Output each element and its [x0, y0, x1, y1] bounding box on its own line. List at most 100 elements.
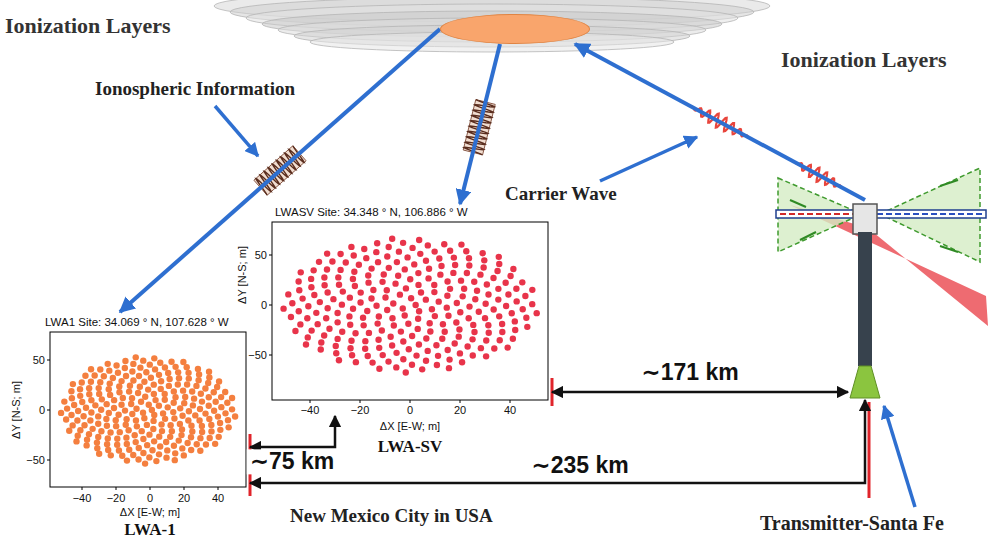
- antenna-dot: [106, 386, 112, 392]
- antenna-dot: [466, 262, 472, 268]
- antenna-dot: [182, 394, 188, 400]
- antenna-dot: [151, 355, 157, 361]
- antenna-dot: [522, 293, 528, 299]
- antenna-dot: [510, 266, 516, 272]
- antenna-dot: [507, 273, 513, 279]
- antenna-dot: [98, 407, 104, 413]
- antenna-dot: [337, 251, 343, 257]
- antenna-dot: [153, 458, 159, 464]
- plot-frame: [272, 222, 548, 400]
- antenna-dot: [156, 433, 162, 439]
- antenna-dot: [499, 321, 505, 327]
- axis-label: ΔY [N-S; m]: [10, 381, 22, 439]
- antenna-dot: [186, 408, 192, 414]
- antenna-dot: [108, 452, 114, 458]
- antenna-dot: [482, 315, 488, 321]
- antenna-dot: [452, 262, 458, 268]
- antenna-dot: [321, 332, 327, 338]
- mast-drawing: [848, 200, 882, 400]
- antenna-dot: [124, 441, 130, 447]
- antenna-dot: [321, 282, 327, 288]
- antenna-dot: [397, 291, 403, 297]
- antenna-dot: [184, 440, 190, 446]
- antenna-dot: [336, 357, 342, 363]
- antenna-dot: [416, 308, 422, 314]
- antenna-dot: [384, 307, 390, 313]
- antenna-dot: [141, 415, 147, 421]
- axis-tick: [47, 360, 50, 361]
- antenna-dot: [74, 417, 80, 423]
- antenna-dot: [177, 421, 183, 427]
- antenna-dot: [495, 296, 501, 302]
- antenna-dot: [457, 309, 463, 315]
- antenna-dot: [499, 329, 505, 335]
- axis-tick: [460, 400, 461, 403]
- antenna-dot: [368, 295, 374, 301]
- antenna-dot: [429, 306, 435, 312]
- antenna-dot: [458, 241, 464, 247]
- antenna-dot: [444, 293, 450, 299]
- antenna-dot: [86, 431, 92, 437]
- antenna-dot: [175, 381, 181, 387]
- antenna-dot: [101, 373, 107, 379]
- antenna-dot: [313, 310, 319, 316]
- antenna-dot: [171, 443, 177, 449]
- plot-frame: [50, 332, 246, 487]
- antenna-dot: [431, 289, 437, 295]
- antenna-dot: [400, 240, 406, 246]
- antenna-dot: [156, 403, 162, 409]
- antenna-dot: [229, 406, 235, 412]
- antenna-dot: [444, 278, 450, 284]
- antenna-dot: [151, 438, 157, 444]
- antenna-dot: [395, 273, 401, 279]
- antenna-dot: [148, 375, 154, 381]
- antenna-dot: [496, 313, 502, 319]
- antenna-dot: [504, 344, 510, 350]
- antenna-dot: [337, 267, 343, 273]
- antenna-dot: [411, 261, 417, 267]
- axis-ticks: [269, 255, 510, 403]
- antenna-dot: [431, 282, 437, 288]
- antenna-dot: [409, 245, 415, 251]
- antenna-dot: [409, 362, 415, 368]
- antenna-dot: [402, 312, 408, 318]
- antenna-dot: [439, 336, 445, 342]
- antenna-dot: [167, 434, 173, 440]
- antenna-dot: [149, 447, 155, 453]
- antenna-dot: [427, 328, 433, 334]
- callout-label: Carrier Wave: [505, 183, 617, 205]
- antenna-dot: [415, 326, 421, 332]
- antenna-dot: [188, 423, 194, 429]
- antenna-dot: [171, 388, 177, 394]
- antenna-dot: [445, 347, 451, 353]
- antenna-dot: [456, 333, 462, 339]
- antenna-dot: [386, 265, 392, 271]
- antenna-dot: [446, 356, 452, 362]
- antenna-dot: [87, 417, 93, 423]
- antenna-dot: [222, 410, 228, 416]
- antenna-dot: [161, 391, 167, 397]
- antenna-dot: [114, 442, 120, 448]
- antenna-dot: [376, 366, 382, 372]
- antenna-dot: [438, 263, 444, 269]
- antenna-dot: [133, 439, 139, 445]
- antenna-dot: [381, 271, 387, 277]
- antenna-dot: [104, 441, 110, 447]
- callout-arrow: [884, 406, 915, 507]
- antenna-dot: [351, 269, 357, 275]
- antenna-dot: [464, 270, 470, 276]
- field-arrow: [940, 246, 958, 252]
- axis-label: 20: [454, 404, 466, 416]
- antenna-dot: [374, 320, 380, 326]
- antenna-dot: [110, 375, 116, 381]
- antenna-dot: [452, 340, 458, 346]
- antenna-dot: [202, 410, 208, 416]
- antenna-dot: [389, 315, 395, 321]
- antenna-dot: [176, 375, 182, 381]
- antenna-dot: [77, 393, 83, 399]
- antenna-dot: [77, 427, 83, 433]
- antenna-dot: [423, 296, 429, 302]
- antenna-dot: [156, 451, 162, 457]
- antenna-dot: [184, 381, 190, 387]
- antenna-dot: [409, 333, 415, 339]
